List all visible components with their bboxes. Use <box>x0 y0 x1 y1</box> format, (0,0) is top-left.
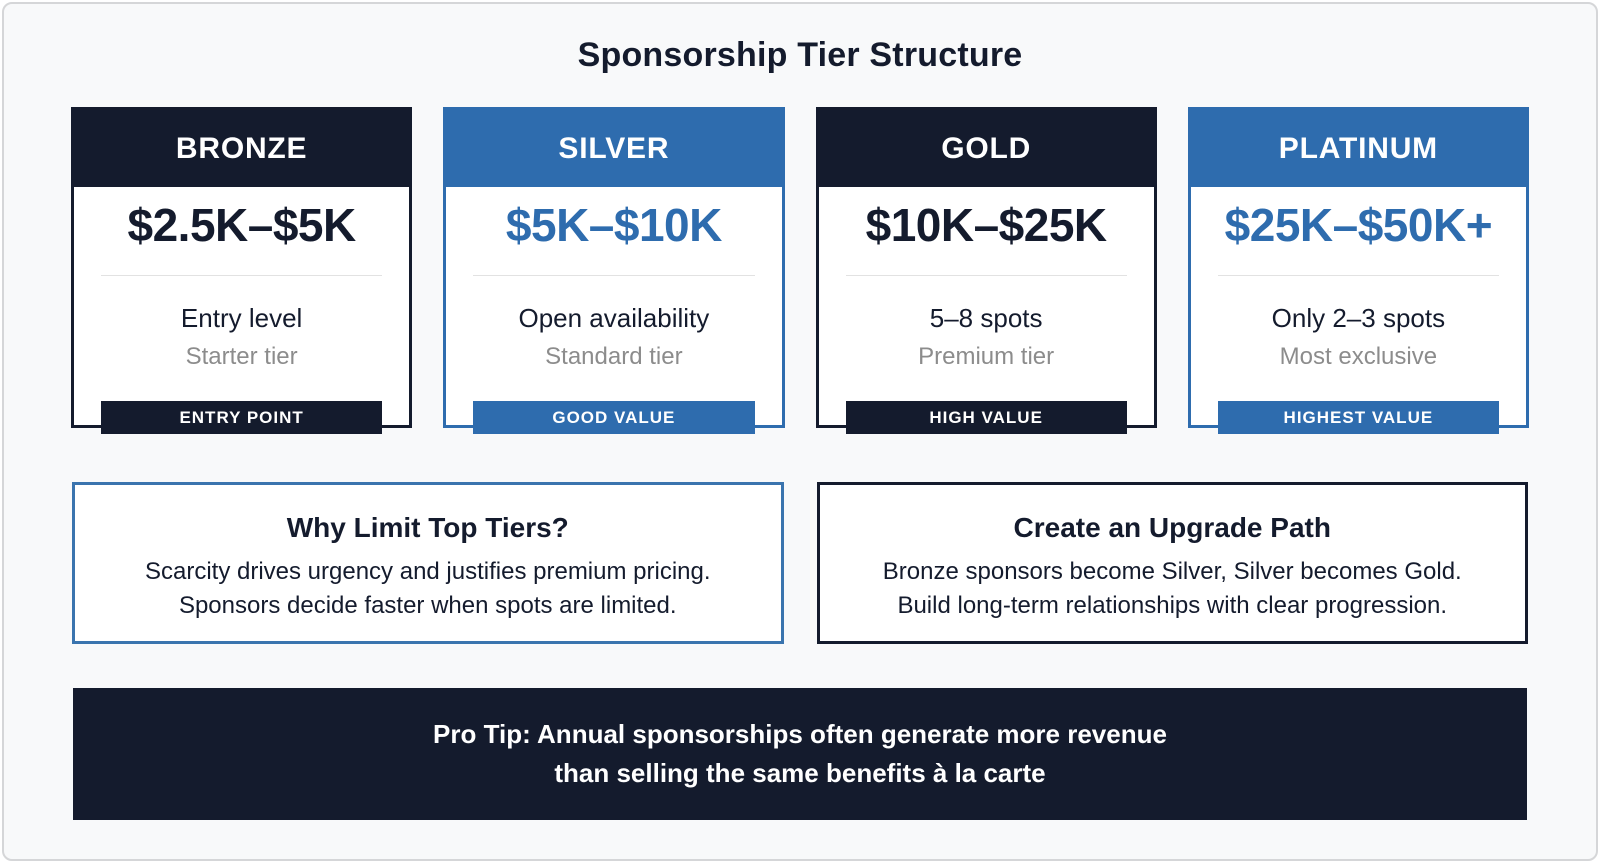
tier-subtitle-platinum: Most exclusive <box>1279 343 1438 370</box>
divider <box>1217 275 1499 276</box>
divider <box>845 275 1127 276</box>
info-box-line: Build long-term relationships with clear… <box>897 592 1448 619</box>
tier-availability-silver: Open availability <box>518 303 710 333</box>
info-box-title: Why Limit Top Tiers? <box>286 512 569 543</box>
tier-badge-gold: HIGH VALUE <box>845 401 1127 434</box>
tier-availability-platinum: Only 2–3 spots <box>1271 303 1446 333</box>
tier-price-bronze: $2.5K–$5K <box>127 199 357 251</box>
tier-subtitle-gold: Premium tier <box>918 343 1055 370</box>
tier-availability-bronze: Entry level <box>180 303 303 333</box>
pro-tip-line: than selling the same benefits à la cart… <box>554 758 1046 788</box>
tier-card-silver: SILVER $5K–$10K Open availability Standa… <box>443 107 785 434</box>
tier-name-gold: GOLD <box>818 110 1154 187</box>
tier-name-silver: SILVER <box>446 110 782 187</box>
divider <box>473 275 755 276</box>
info-boxes-row: Why Limit Top Tiers? Scarcity drives urg… <box>4 482 1596 644</box>
info-box-line: Bronze sponsors become Silver, Silver be… <box>882 558 1462 585</box>
pro-tip-banner: Pro Tip: Annual sponsorships often gener… <box>73 688 1527 820</box>
tier-card-gold: GOLD $10K–$25K 5–8 spots Premium tier HI… <box>815 107 1157 434</box>
tier-price-gold: $10K–$25K <box>865 199 1108 251</box>
tier-badge-platinum: HIGHEST VALUE <box>1217 401 1499 434</box>
tier-name-bronze: BRONZE <box>74 110 410 187</box>
tier-badge-bronze: ENTRY POINT <box>101 401 383 434</box>
tier-price-platinum: $25K–$50K+ <box>1224 199 1493 251</box>
tier-subtitle-bronze: Starter tier <box>185 343 298 370</box>
info-box-why-limit-top-tiers: Why Limit Top Tiers? Scarcity drives urg… <box>72 482 784 644</box>
tier-price-silver: $5K–$10K <box>505 199 722 251</box>
tier-cards-row: BRONZE $2.5K–$5K Entry level Starter tie… <box>4 107 1596 434</box>
page-title: Sponsorship Tier Structure <box>577 36 1023 74</box>
tier-subtitle-silver: Standard tier <box>545 343 683 370</box>
divider <box>101 275 383 276</box>
tier-card-platinum: PLATINUM $25K–$50K+ Only 2–3 spots Most … <box>1187 107 1529 434</box>
tier-availability-gold: 5–8 spots <box>929 303 1043 333</box>
tier-badge-silver: GOOD VALUE <box>473 401 755 434</box>
info-box-body: Scarcity drives urgency and justifies pr… <box>75 555 781 623</box>
pro-tip-line: Pro Tip: Annual sponsorships often gener… <box>433 719 1167 749</box>
info-box-body: Bronze sponsors become Silver, Silver be… <box>820 555 1526 623</box>
info-box-create-upgrade-path: Create an Upgrade Path Bronze sponsors b… <box>816 482 1528 644</box>
tier-name-platinum: PLATINUM <box>1190 110 1526 187</box>
info-box-line: Sponsors decide faster when spots are li… <box>178 592 677 619</box>
tier-card-bronze: BRONZE $2.5K–$5K Entry level Starter tie… <box>71 107 413 434</box>
info-box-title: Create an Upgrade Path <box>1013 512 1331 543</box>
info-box-line: Scarcity drives urgency and justifies pr… <box>144 558 711 585</box>
